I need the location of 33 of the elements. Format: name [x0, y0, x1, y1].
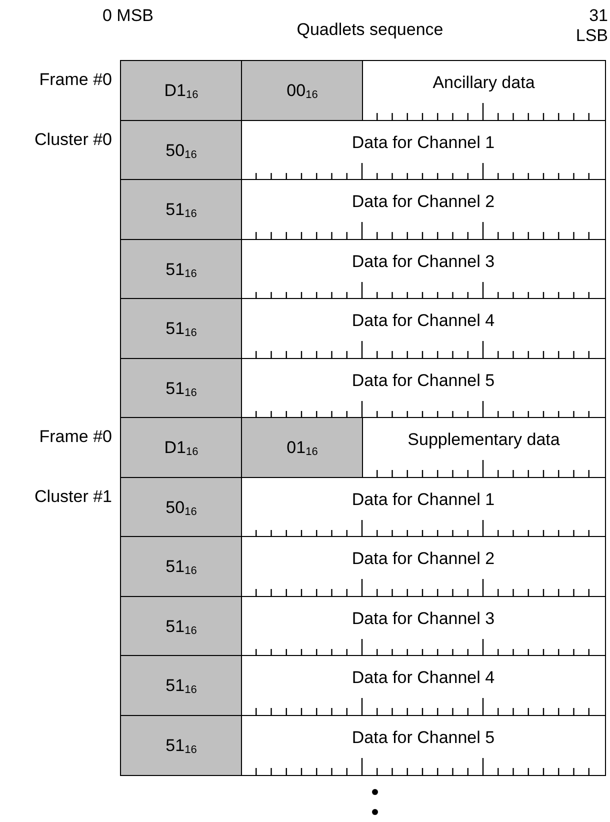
field-value: 51$_{16}$	[164, 319, 198, 341]
row-label: Cluster #0	[34, 130, 112, 150]
row-label: Frame #0	[38, 70, 112, 90]
field-value: 51$_{16}$	[164, 260, 198, 282]
field-value: 51$_{16}$	[164, 736, 198, 758]
field-description: Data for Channel 1	[350, 490, 496, 510]
field-value: D1$_{16}$	[163, 438, 200, 460]
field-description: Supplementary data	[406, 430, 561, 450]
field-value: D1$_{16}$	[163, 81, 200, 103]
field-value: 51$_{16}$	[164, 616, 198, 638]
field-value: 51$_{16}$	[164, 676, 198, 698]
field-description: Data for Channel 2	[350, 549, 496, 569]
field-value: 00$_{16}$	[286, 81, 319, 103]
bit-index-label: 0 MSB	[101, 6, 155, 26]
field-description: Data for Channel 1	[350, 132, 496, 152]
field-description: Data for Channel 5	[350, 370, 496, 390]
field-value: 51$_{16}$	[164, 378, 198, 400]
field-description: Data for Channel 3	[350, 608, 496, 628]
row-label: Frame #0	[38, 427, 112, 447]
field-value: 51$_{16}$	[164, 557, 198, 579]
field-description: Data for Channel 5	[350, 728, 496, 748]
field-description: Ancillary data	[432, 73, 536, 93]
field-description: Data for Channel 4	[350, 311, 496, 331]
field-description: Data for Channel 4	[350, 668, 496, 688]
field-description: Data for Channel 2	[350, 192, 496, 212]
field-value: 50$_{16}$	[164, 498, 198, 520]
header-label: Quadlets sequence	[296, 20, 444, 40]
field-value: 51$_{16}$	[164, 200, 198, 222]
row-label: Cluster #1	[34, 486, 112, 506]
bit-index-label: 31 LSB	[574, 6, 608, 46]
field-value: 01$_{16}$	[286, 438, 319, 460]
field-value: 50$_{16}$	[164, 140, 198, 162]
field-description: Data for Channel 3	[350, 252, 496, 272]
